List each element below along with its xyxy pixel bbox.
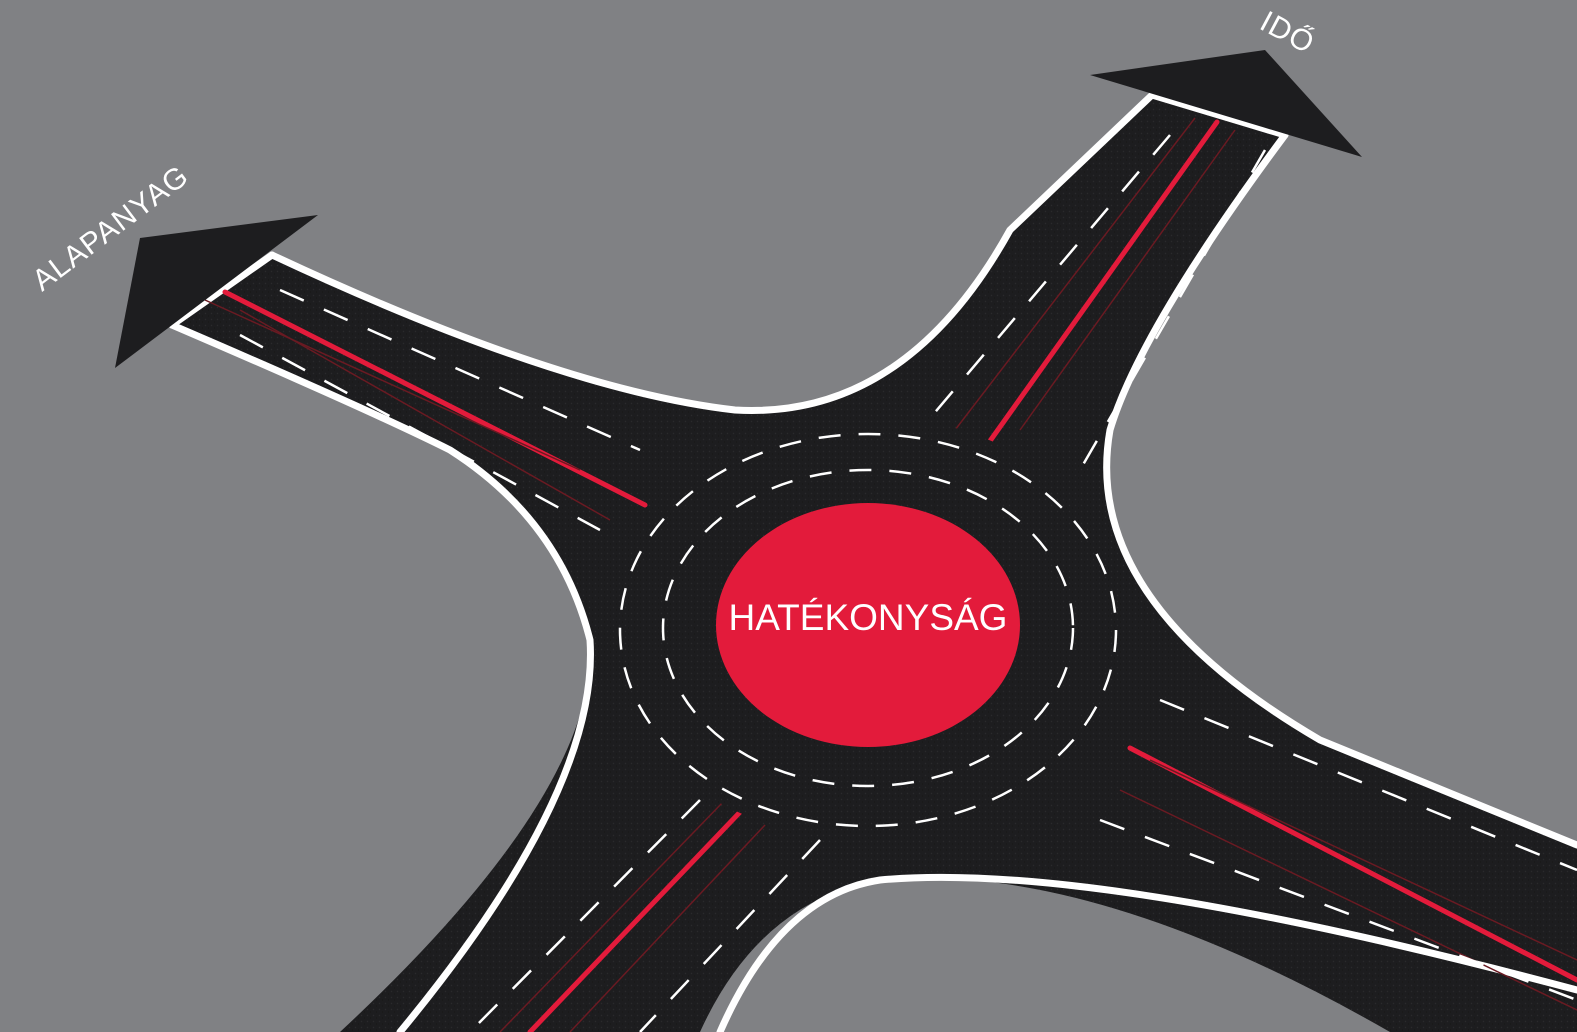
road-network xyxy=(172,95,1577,1032)
hub-label: HATÉKONYSÁG xyxy=(729,597,1008,638)
